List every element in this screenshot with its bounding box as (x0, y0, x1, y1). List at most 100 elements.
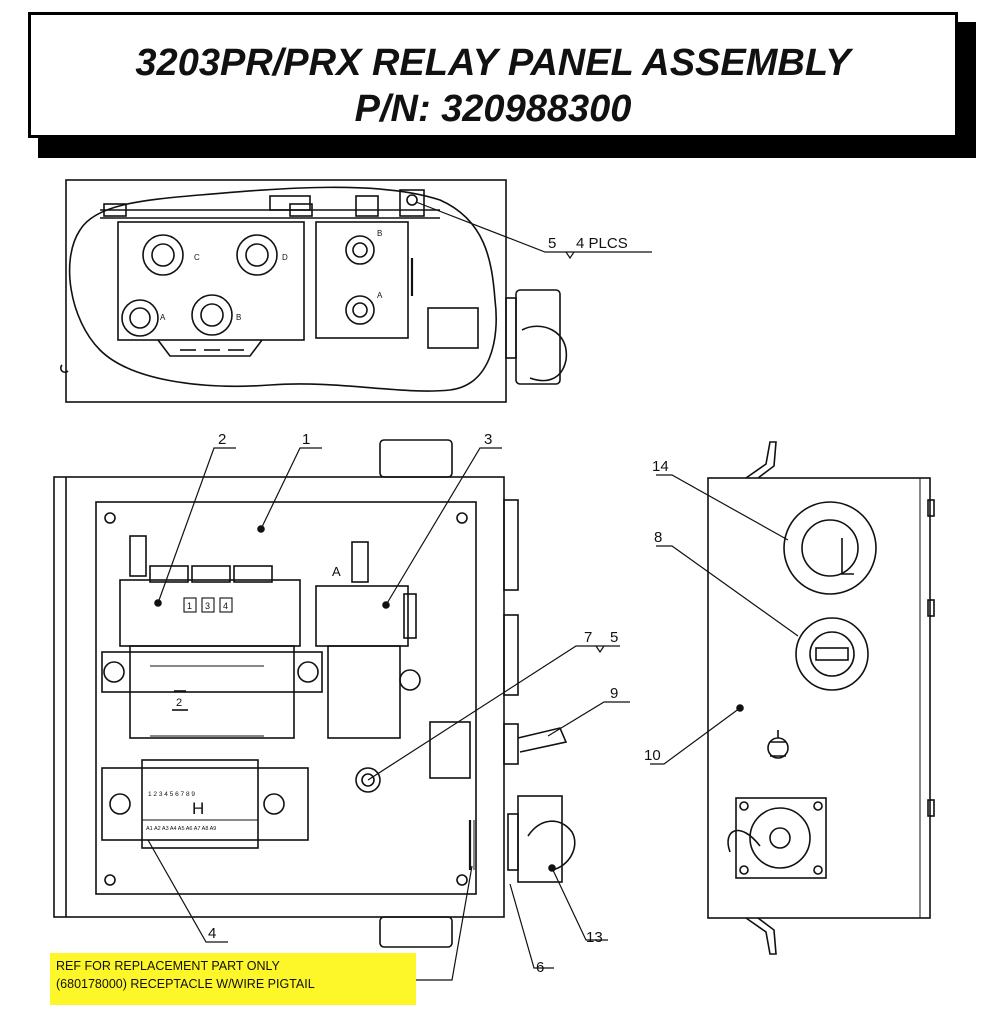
ground-stud-inner (361, 773, 375, 787)
top-fastener (355, 195, 379, 217)
ground-stud (355, 767, 381, 793)
top-hook (59, 364, 69, 374)
side-receptacle-body (749, 807, 811, 869)
relay-coil-label: 2 (176, 697, 182, 709)
relay-label-a: A (332, 564, 341, 579)
top-view-enclosure (65, 179, 507, 403)
top-view (59, 179, 652, 403)
front-top-hinge (379, 439, 453, 478)
terminal-label-d: D (282, 253, 288, 262)
terminal-a-inner (129, 307, 151, 329)
callout-13-leader (551, 867, 608, 941)
front-view (53, 439, 630, 981)
relay-2-mount-bolt (103, 661, 125, 683)
top-relay-left (117, 221, 305, 341)
top-pigtail (521, 325, 568, 382)
terminal-b2-inner (352, 242, 368, 258)
callout-14: 14 (652, 458, 669, 475)
relay-3-stud (351, 541, 369, 583)
top-switch-body (427, 307, 479, 349)
callout-1: 1 (302, 431, 310, 448)
callout-7: 7 (584, 629, 592, 646)
callout-9: 9 (610, 685, 618, 702)
relay-digit-1: 1 (187, 601, 192, 611)
plug-8-slot (815, 647, 849, 661)
terminal-block-bolt (109, 793, 131, 815)
callout-7-tick (595, 645, 605, 654)
callout-5-top: 5 (548, 235, 556, 252)
terminal-b (191, 294, 233, 336)
terminal-c-inner (151, 243, 175, 267)
side-receptacle-cap (727, 829, 761, 853)
replacement-note: REF FOR REPLACEMENT PART ONLY (680178000… (50, 953, 416, 1005)
plug-8-inner (809, 631, 855, 677)
panel-screw (104, 512, 116, 524)
callout-3: 3 (484, 431, 492, 448)
terminal-a2-inner (352, 302, 368, 318)
relay-2-coil (129, 645, 295, 739)
side-bottom-tab (745, 917, 777, 955)
side-clip (927, 499, 935, 517)
terminal-c (142, 234, 184, 276)
relay-3-body (315, 585, 409, 647)
relay-2-stud (129, 535, 147, 577)
side-receptacle-center (769, 827, 791, 849)
relay-3-mount-bolt (399, 669, 421, 691)
plug-14-slot (841, 538, 854, 575)
relay-digit-box (219, 597, 233, 613)
callout-10-leader (650, 707, 741, 765)
panel-screw (104, 874, 116, 886)
terminal-block-rail (101, 767, 309, 841)
receptacle-flange (507, 813, 519, 871)
side-receptacle-screw (813, 865, 823, 875)
front-bottom-hinge (379, 916, 453, 948)
plug-8-outer (795, 617, 869, 691)
top-relay-left-base (157, 339, 263, 357)
relay-2-body (119, 579, 301, 647)
terminal-d (236, 234, 278, 276)
callout-4: 4 (208, 925, 216, 942)
side-enclosure (707, 477, 931, 919)
part-number: P/N: 320988300 (354, 88, 632, 130)
relay-digit-4: 4 (223, 601, 228, 611)
terminal-label-b2: B (377, 229, 382, 238)
top-receptacle (515, 289, 561, 385)
top-fastener-nut (406, 194, 418, 206)
relay-2-terminal (191, 565, 231, 583)
top-fastener (103, 203, 127, 217)
relay-2-mount (101, 651, 323, 693)
plug-14-outer (783, 501, 877, 595)
front-enclosure (53, 476, 505, 918)
note-line-2: (680178000) RECEPTACLE W/WIRE PIGTAIL (56, 977, 315, 991)
callout-14-leader (656, 474, 789, 541)
callout-8: 8 (654, 529, 662, 546)
relay-2-mount-bolt (297, 661, 319, 683)
relay-digit-box (183, 597, 197, 613)
callout-5-qty: 4 PLCS (576, 235, 628, 252)
note-leader (416, 865, 473, 981)
top-fastener (399, 189, 425, 217)
relay-2-terminal (149, 565, 189, 583)
panel-screw (456, 874, 468, 886)
terminal-label-c: C (194, 253, 200, 262)
callout-5: 5 (610, 629, 618, 646)
callout-5-top-leader (415, 201, 652, 253)
callout-5-top-tick (565, 251, 575, 260)
side-top-tab (745, 441, 777, 479)
callout-10: 10 (644, 747, 661, 764)
side-receptacle-screw (739, 865, 749, 875)
terminal-a (121, 299, 159, 337)
switch-bushing (503, 723, 519, 765)
relay-digit-box (201, 597, 215, 613)
callout-7-leader (367, 645, 620, 781)
top-view-cutaway (68, 186, 497, 392)
relay-3-side (403, 593, 417, 639)
receptacle-pigtail (527, 820, 576, 871)
side-toggle-nut (767, 737, 789, 759)
side-receptacle-screw (739, 801, 749, 811)
side-toggle-flats (770, 741, 786, 757)
relay-2-terminal (233, 565, 273, 583)
side-view (650, 441, 935, 955)
terminal-b2 (345, 235, 375, 265)
terminal-block-bolt (263, 793, 285, 815)
